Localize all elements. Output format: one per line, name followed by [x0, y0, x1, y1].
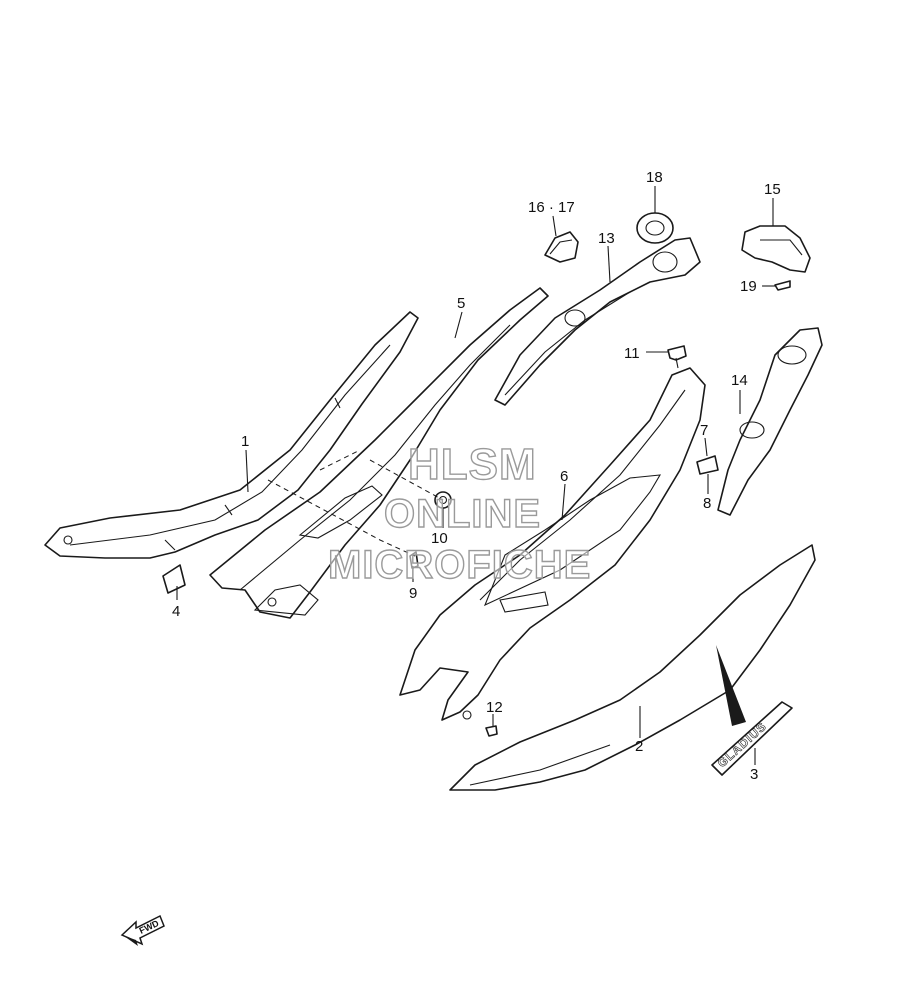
callout-5: 5: [457, 295, 465, 312]
assembly-line-1: [267, 479, 416, 557]
callout-18: 18: [646, 169, 663, 186]
callout-6: 6: [560, 468, 568, 485]
callout-2: 2: [635, 738, 643, 755]
callout-14: 14: [731, 372, 748, 389]
callout-11: 11: [624, 345, 640, 362]
callout-1: 1: [241, 433, 249, 450]
callout-4: 4: [172, 603, 180, 620]
leader-7: [704, 437, 708, 457]
cap-part: [544, 231, 579, 263]
callout-16-17: 16 · 17: [528, 199, 575, 216]
callout-7: 7: [700, 422, 708, 439]
rear-bracket-part: [494, 237, 701, 406]
callout-15: 15: [764, 181, 781, 198]
watermark-line-1: HLSM: [407, 439, 537, 489]
frame-cover-left-part: [44, 311, 419, 559]
frame-cover-right-part: [399, 367, 706, 721]
fwd-arrow-icon: FWD: [120, 914, 165, 946]
screw-part: [485, 725, 498, 737]
emblem-part: GLADIUS: [711, 701, 793, 776]
assembly-line-3: [319, 449, 361, 471]
clip-part: [696, 455, 719, 475]
frame-cover-outer-part: [449, 544, 816, 791]
callout-10: 10: [431, 530, 448, 547]
tail-cover-cap-part: [741, 225, 811, 273]
label-plate-part: [162, 564, 186, 594]
watermark-line-3: MICROFICHE: [327, 542, 592, 587]
callout-3: 3: [750, 766, 758, 783]
callout-12: 12: [486, 699, 503, 716]
leader-1: [245, 449, 249, 493]
small-screw-part: [409, 551, 419, 569]
push-rivet-part: [667, 345, 687, 369]
callout-19: 19: [740, 278, 757, 295]
rear-side-bracket-part: [717, 327, 823, 516]
leader-13: [607, 245, 611, 283]
emblem-text: GLADIUS: [715, 719, 770, 770]
frame-cover-center-part: [209, 287, 549, 619]
callout-9: 9: [409, 585, 417, 602]
callout-8: 8: [703, 495, 711, 512]
leader-16-17: [552, 215, 557, 237]
callout-13: 13: [598, 230, 615, 247]
screw-19-part: [774, 280, 791, 291]
emblem-pointer-arrow: [716, 645, 746, 726]
assembly-line-2: [369, 459, 444, 501]
leader-5: [454, 311, 463, 339]
watermark-line-2: ONLINE: [383, 491, 542, 536]
leader-6: [561, 483, 566, 521]
grommet-part: [636, 212, 674, 244]
